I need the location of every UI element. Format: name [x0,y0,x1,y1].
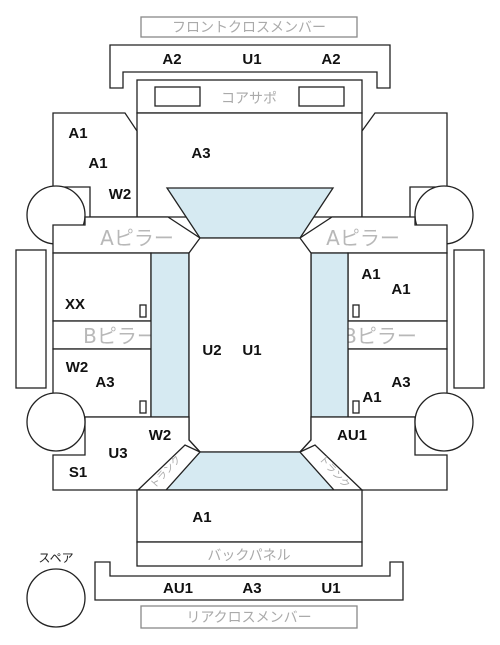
right-side-windows [310,252,349,418]
right-front-door-handle [352,304,360,318]
left-side-windows [150,252,190,418]
rear-cross-grade-center: A3 [242,580,261,597]
trunk-grade: A1 [192,509,211,526]
left-rear-door-grade-2: A3 [95,374,114,391]
rear-cross-member-box [140,605,358,629]
front-cross-member-box [140,16,358,38]
front-cross-grade-right: A2 [321,51,340,68]
back-panel-label: バックパネル [207,548,290,564]
left-front-door-handle [139,304,147,318]
right-front-door-grade-2: A1 [391,281,410,298]
rear-right-wheel [414,392,474,452]
rear-left-wheel [26,392,86,452]
left-headlight [154,86,201,107]
right-rear-door-handle [352,400,360,414]
b-pillar-right-label: Bピラー [343,324,417,348]
left-rear-fender-grade-1: W2 [149,427,172,444]
trunk-panel [136,489,363,543]
right-front-door-grade-1: A1 [361,266,380,283]
rear-cross-grade-left: AU1 [163,580,193,597]
front-cross-member-bracket [109,44,391,89]
windshield [165,187,335,239]
rear-cross-member-label: リアクロスメンバー [186,610,311,626]
roof-grade-center: U1 [242,342,261,359]
right-rear-door-grade-1: A3 [391,374,410,391]
a-pillar-right-label: Aピラー [326,226,400,250]
right-headlight [298,86,345,107]
rear-cross-member-bracket [94,561,404,601]
left-rear-fender-grade-2: U3 [108,445,127,462]
hood-grade: A3 [191,145,210,162]
b-pillar-left-label: Bピラー [83,324,157,348]
front-cross-grade-left: A2 [162,51,181,68]
left-rear-door-grade-1: W2 [66,359,89,376]
rear-cross-grade-right: U1 [321,580,340,597]
roof-grade-left: U2 [202,342,221,359]
front-cross-member-label: フロントクロスメンバー [172,20,326,36]
spare-tire-label: スペア [38,551,73,565]
left-front-fender-grade-3: W2 [109,186,132,203]
right-front-door [347,252,448,322]
left-side-step [15,249,47,389]
left-front-fender-grade-1: A1 [68,125,87,142]
spare-tire [26,568,86,628]
left-front-door-grade: XX [65,296,85,313]
left-front-door [52,252,152,322]
left-rear-fender-grade-3: S1 [69,464,87,481]
right-side-step [453,249,485,389]
right-rear-door-grade-2: A1 [362,389,381,406]
left-front-fender-grade-2: A1 [88,155,107,172]
front-cross-grade-center: U1 [242,51,261,68]
a-pillar-left-label: Aピラー [100,226,174,250]
core-support-label: コアサポ [221,91,277,107]
back-panel [136,541,363,567]
left-rear-door-handle [139,400,147,414]
right-rear-fender-grade: AU1 [337,427,367,444]
